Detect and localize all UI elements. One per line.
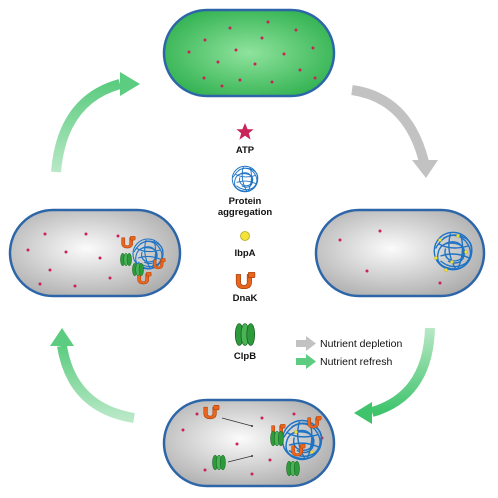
green-arrow-icon <box>306 354 316 369</box>
legend-dnak: DnaK <box>233 272 258 304</box>
cell-top-green <box>162 8 336 98</box>
legend-clpb: ClpB <box>234 323 256 362</box>
arrow-gray-top-right <box>351 85 438 178</box>
cell-left-recovery <box>8 208 182 298</box>
gray-arrow-icon <box>306 336 316 351</box>
dnak-icon <box>235 272 256 290</box>
legend-dnak-label: DnaK <box>233 293 258 304</box>
legend-ibpa-label: IbpA <box>234 248 255 259</box>
legend-nutrient-refresh-label: Nutrient refresh <box>320 356 393 368</box>
atp-dots <box>187 20 317 88</box>
clpb-icon <box>286 460 300 477</box>
protein-aggregate-icon <box>231 165 259 193</box>
legend-protein-aggregation: Protein aggregation <box>218 165 273 218</box>
ibpa-icon <box>240 231 250 241</box>
legend-atp: ATP <box>236 123 255 156</box>
clpb-icon <box>120 252 132 267</box>
cell-right-aggregate <box>314 208 486 298</box>
legend-nutrient-refresh: Nutrient refresh <box>296 354 393 369</box>
cell-bottom-disaggregation <box>162 398 336 488</box>
atp-star-icon <box>236 123 254 140</box>
arrow-green-top-left <box>51 72 140 173</box>
clpb-icon <box>132 262 144 277</box>
legend-clpb-label: ClpB <box>234 351 256 362</box>
legend-nutrient-depletion: Nutrient depletion <box>296 336 402 351</box>
legend-protein-label-line2: aggregation <box>218 207 273 218</box>
legend-nutrient-depletion-label: Nutrient depletion <box>320 338 402 350</box>
arrow-green-bottom-left <box>50 328 135 423</box>
legend-ibpa: IbpA <box>234 231 256 259</box>
clpb-icon <box>270 430 284 447</box>
clpb-icon <box>234 323 256 346</box>
legend-atp-label: ATP <box>236 145 255 156</box>
arrow-green-bottom-right <box>354 327 435 424</box>
legend-protein-label-line1: Protein <box>229 196 262 207</box>
clpb-icon <box>212 454 226 471</box>
